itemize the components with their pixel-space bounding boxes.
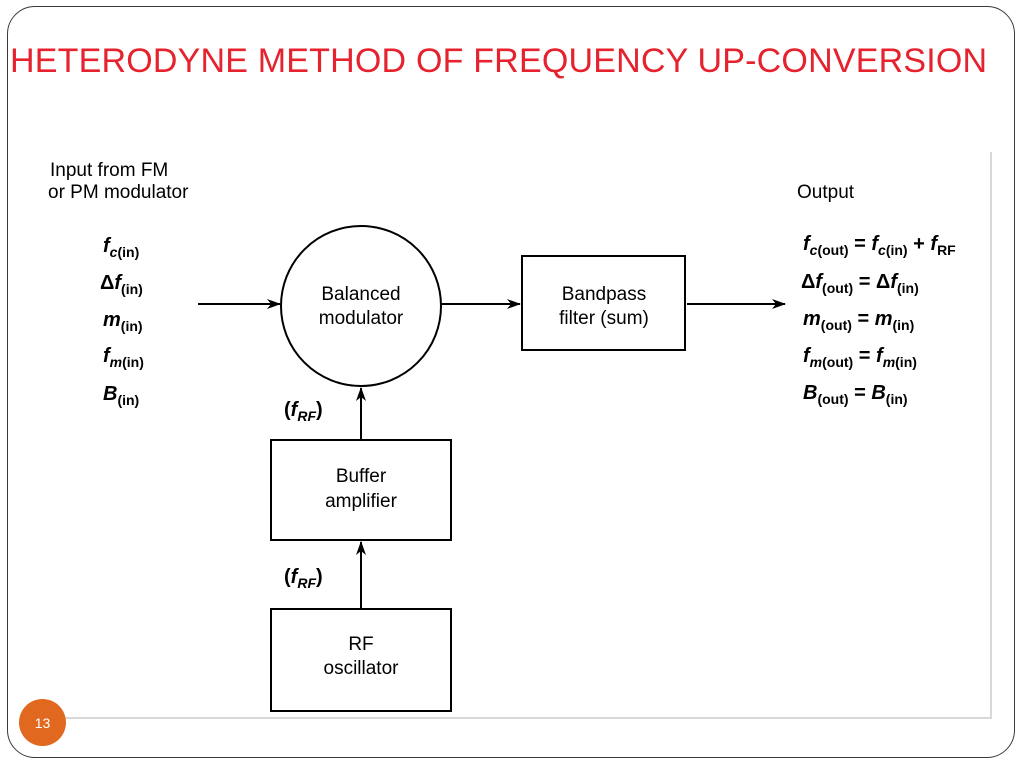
slide-number-badge: 13	[19, 699, 66, 746]
rf-frequency-label-lower: (fRF)	[284, 566, 323, 591]
input-heading-line2: or PM modulator	[48, 182, 189, 203]
bandpass-filter-block: Bandpass filter (sum)	[521, 255, 686, 351]
input-param-b: B(in)	[103, 383, 139, 408]
output-param-fm: fm(out) = fm(in)	[803, 345, 917, 370]
output-param-fc: fc(out) = fc(in) + fRF	[803, 233, 956, 258]
output-heading: Output	[797, 182, 855, 203]
rf-oscillator-label-line1: RF	[348, 634, 373, 655]
buffer-amplifier-label-line2: amplifier	[325, 491, 397, 512]
buffer-amplifier-block: Buffer amplifier	[270, 439, 452, 541]
rf-oscillator-block: RF oscillator	[270, 608, 452, 712]
input-heading-line1: Input from FM	[50, 160, 168, 181]
output-params: fc(out) = fc(in) + fRF Δf(out) = Δf(in) …	[801, 233, 956, 407]
balanced-modulator-label-line1: Balanced	[321, 284, 400, 305]
bandpass-filter-label-line2: filter (sum)	[559, 308, 649, 329]
output-param-b: B(out) = B(in)	[803, 382, 908, 407]
buffer-amplifier-label-line1: Buffer	[336, 466, 387, 487]
input-param-m: m(in)	[103, 309, 143, 334]
rf-frequency-label-upper: (fRF)	[284, 399, 323, 424]
slide-title: HETERODYNE METHOD OF FREQUENCY UP-CONVER…	[10, 42, 988, 80]
diagram-panel	[40, 152, 992, 719]
input-params: fc(in) Δf(in) m(in) fm(in) B(in)	[100, 235, 144, 408]
input-param-deltaf: Δf(in)	[100, 272, 143, 297]
input-param-fm: fm(in)	[103, 345, 144, 370]
output-param-m: m(out) = m(in)	[803, 308, 914, 333]
slide-frame	[7, 6, 1015, 758]
bandpass-filter-label-line1: Bandpass	[562, 284, 647, 305]
balanced-modulator-label-line2: modulator	[319, 308, 404, 329]
rf-oscillator-label-line2: oscillator	[324, 658, 400, 679]
input-param-fc: fc(in)	[103, 235, 139, 260]
output-param-deltaf: Δf(out) = Δf(in)	[801, 271, 919, 296]
balanced-modulator-block: Balanced modulator	[280, 225, 442, 387]
